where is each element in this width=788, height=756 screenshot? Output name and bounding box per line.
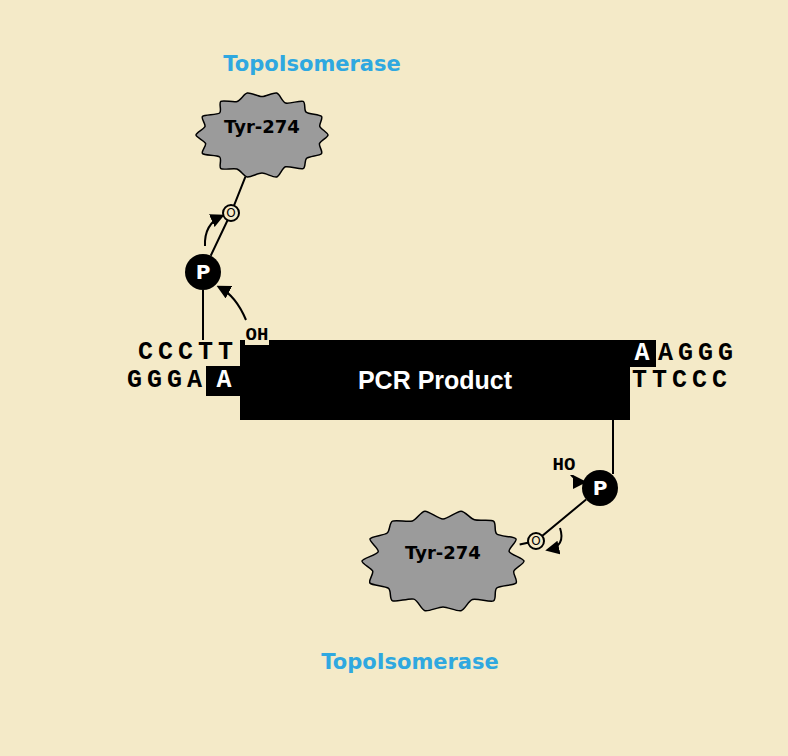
phosphate-circle: P (582, 470, 618, 506)
phospho-tyrosine-bond (211, 177, 246, 256)
attack-arrow (219, 287, 246, 320)
oxygen-atom: O (527, 532, 545, 550)
sequence-strand: AGGG (658, 341, 738, 366)
sequence-strand: CCCTT (138, 340, 238, 365)
phosphate-bond (202, 290, 204, 340)
enzyme-title: TopoIsomerase (223, 54, 401, 75)
a-overhang-letter: A (216, 368, 231, 393)
phosphate-letter: P (196, 260, 211, 284)
hydroxyl-label: HO (552, 456, 577, 475)
pcr-product-bar: PCR Product (240, 340, 630, 420)
phosphate-circle: P (185, 254, 221, 290)
enzyme-cloud: Tyr-274 (196, 92, 328, 178)
a-overhang-left (206, 366, 242, 396)
phosphate-letter: P (593, 476, 608, 500)
oxygen-atom: O (222, 204, 240, 222)
enzyme-cloud: Tyr-274 (362, 510, 524, 612)
sequence-strand: GGGA (127, 368, 207, 393)
a-overhang-right (628, 340, 656, 367)
hydroxyl-label: OH (245, 326, 270, 345)
a-overhang-letter: A (634, 341, 649, 366)
release-arrow (548, 528, 562, 550)
residue-label: Tyr-274 (405, 542, 481, 563)
enzyme-title: TopoIsomerase (321, 652, 499, 673)
product-label: PCR Product (358, 366, 512, 395)
release-arrow (205, 216, 222, 246)
residue-label: Tyr-274 (224, 116, 300, 137)
sequence-strand: TTCCC (632, 368, 732, 393)
